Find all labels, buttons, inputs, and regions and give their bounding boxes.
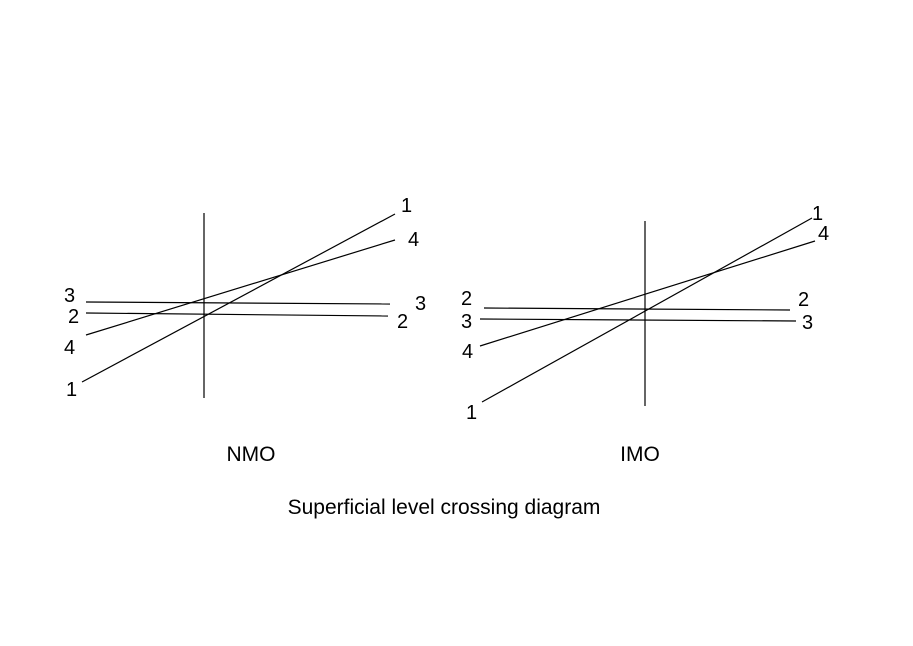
imo-left-label-4: 4: [462, 341, 473, 363]
nmo-level-3-line: [85, 301, 391, 305]
imo-right-label-4: 4: [818, 223, 829, 245]
panel-nmo: 3 2 4 1 1 4 3 2 NMO: [64, 195, 426, 466]
nmo-level-4-line: [85, 239, 396, 336]
nmo-panel-title: NMO: [227, 443, 276, 466]
imo-level-2-line: [483, 307, 791, 311]
nmo-right-label-4: 4: [408, 229, 419, 251]
panel-imo: 2 3 4 1 1 4 2 3 IMO: [461, 203, 829, 466]
imo-panel-title: IMO: [620, 443, 660, 466]
nmo-left-label-1: 1: [66, 379, 77, 401]
nmo-level-1-line: [81, 213, 396, 383]
nmo-left-label-3: 3: [64, 285, 75, 307]
nmo-left-label-4: 4: [64, 337, 75, 359]
imo-left-label-2: 2: [461, 288, 472, 310]
imo-right-label-1: 1: [812, 203, 823, 225]
nmo-right-label-1: 1: [401, 195, 412, 217]
imo-left-label-1: 1: [466, 402, 477, 424]
imo-right-label-2: 2: [798, 289, 809, 311]
imo-level-3-line: [479, 318, 797, 322]
imo-left-label-3: 3: [461, 311, 472, 333]
imo-level-4-line: [479, 240, 816, 347]
nmo-level-2-line: [85, 312, 389, 317]
imo-right-label-3: 3: [802, 312, 813, 334]
nmo-right-label-2: 2: [397, 311, 408, 333]
diagram-caption: Superficial level crossing diagram: [288, 496, 601, 519]
imo-level-1-line: [481, 217, 813, 403]
nmo-left-label-2: 2: [68, 306, 79, 328]
nmo-right-label-3: 3: [415, 293, 426, 315]
